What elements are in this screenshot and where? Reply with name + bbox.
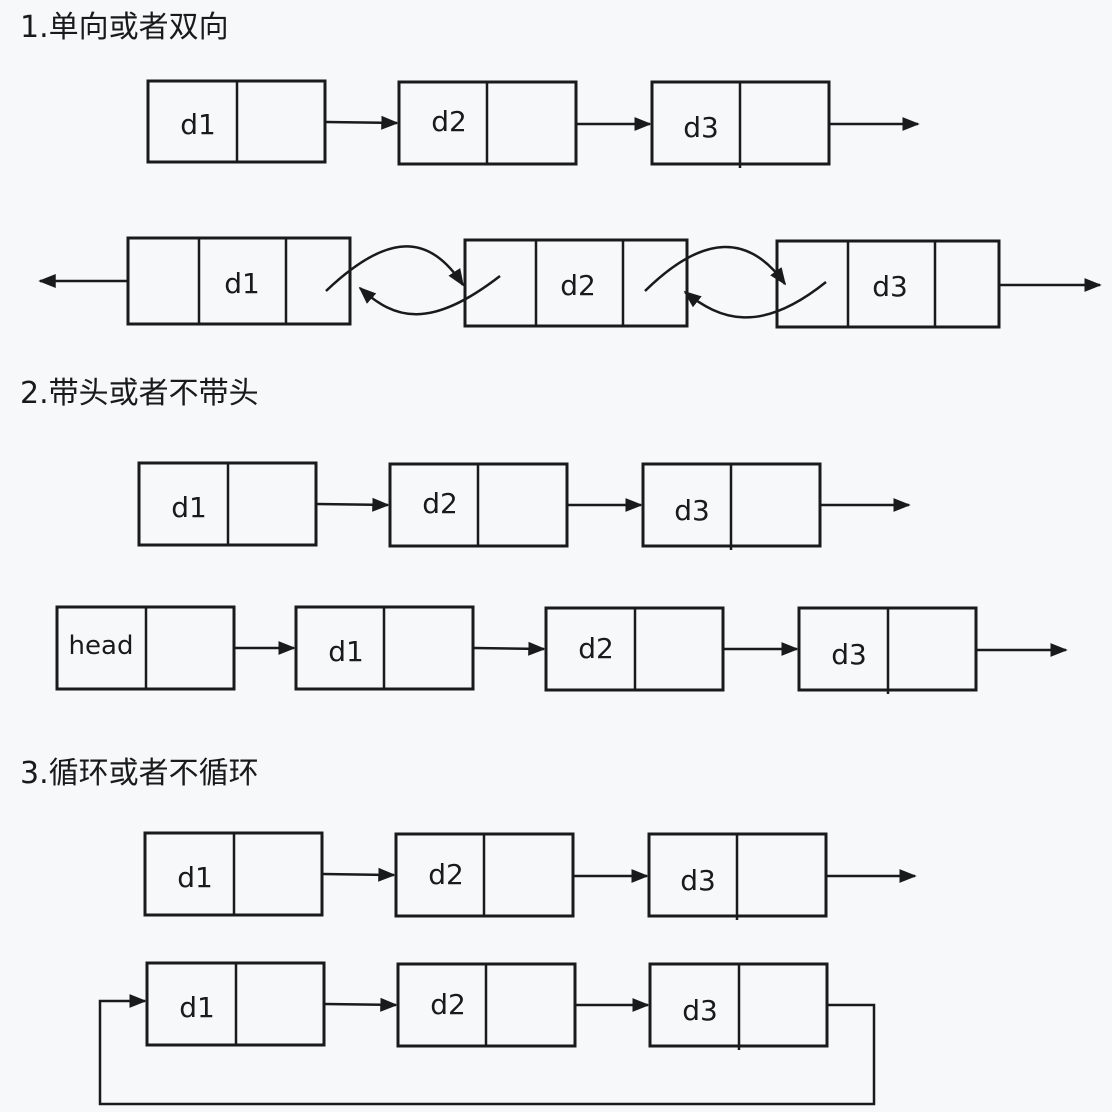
node-label-d2: d2 <box>422 487 458 520</box>
list-node-d1: d1 <box>146 79 327 164</box>
next-pointer-arrow <box>324 997 398 1012</box>
node-label-d3: d3 <box>872 270 908 303</box>
list-node-d1: d1 <box>143 831 324 917</box>
doubly-linked-list: d1 d2 d3 <box>38 236 1102 329</box>
section-title-head: 2.带头或者不带头 <box>20 376 259 411</box>
list-node-d2: d2 <box>394 832 575 918</box>
node-label-d3: d3 <box>683 111 719 144</box>
list-node-d3: d3 <box>775 239 1001 329</box>
node-box <box>463 238 689 328</box>
next-pointer-arrow <box>325 115 399 130</box>
list-node-d1: d1 <box>137 461 318 547</box>
next-pointer-curve <box>325 245 465 292</box>
singly-linked-list: d1 d2 d3 <box>146 79 920 168</box>
list-node-d3: d3 <box>797 606 978 694</box>
node-label-d2: d2 <box>560 269 596 302</box>
node-label-d3: d3 <box>680 864 716 897</box>
next-pointer-arrow <box>322 867 396 882</box>
prev-pointer-curve <box>358 275 501 316</box>
list-node-d2: d2 <box>544 606 725 692</box>
list-node-d3: d3 <box>650 80 831 168</box>
node-label-d1: d1 <box>179 991 215 1024</box>
node-label-d3: d3 <box>674 494 710 527</box>
node-label-d3: d3 <box>682 994 718 1027</box>
node-label-head: head <box>69 631 134 661</box>
list-node-d2: d2 <box>463 238 689 328</box>
node-label-d1: d1 <box>224 267 260 300</box>
node-label-d2: d2 <box>578 632 614 665</box>
node-label-d2: d2 <box>428 858 464 891</box>
node-label-d1: d1 <box>328 635 364 668</box>
node-label-d1: d1 <box>180 108 216 141</box>
list-node-d2: d2 <box>397 80 578 166</box>
circular-back-pointer-arrow <box>98 994 876 1106</box>
list-node-d3: d3 <box>647 832 828 920</box>
headless-linked-list: d1 d2 d3 <box>137 461 911 550</box>
headed-linked-list: head d1 d2 d3 <box>55 605 1068 694</box>
node-label-d2: d2 <box>430 988 466 1021</box>
list-node-d1: d1 <box>294 605 475 691</box>
list-node-d2: d2 <box>388 462 569 548</box>
list-node-d3: d3 <box>648 962 829 1050</box>
list-node-d1: d1 <box>145 961 326 1047</box>
list-node-d3: d3 <box>641 462 822 550</box>
node-label-d3: d3 <box>831 638 867 671</box>
next-pointer-arrow <box>316 497 390 512</box>
section-title-direction: 1.单向或者双向 <box>20 10 229 45</box>
list-node-head: head <box>55 605 236 691</box>
next-pointer-curve <box>644 245 787 292</box>
node-label-d2: d2 <box>431 105 467 138</box>
circular-linked-list: d1 d2 d3 <box>98 961 876 1106</box>
next-pointer-arrow <box>473 641 546 656</box>
non-circular-linked-list: d1 d2 d3 <box>143 831 917 920</box>
prev-pointer-curve <box>683 281 827 319</box>
node-label-d1: d1 <box>177 861 213 894</box>
node-label-d1: d1 <box>171 491 207 524</box>
list-node-d1: d1 <box>126 236 352 326</box>
section-title-cycle: 3.循环或者不循环 <box>20 756 259 791</box>
list-node-d2: d2 <box>396 962 577 1048</box>
